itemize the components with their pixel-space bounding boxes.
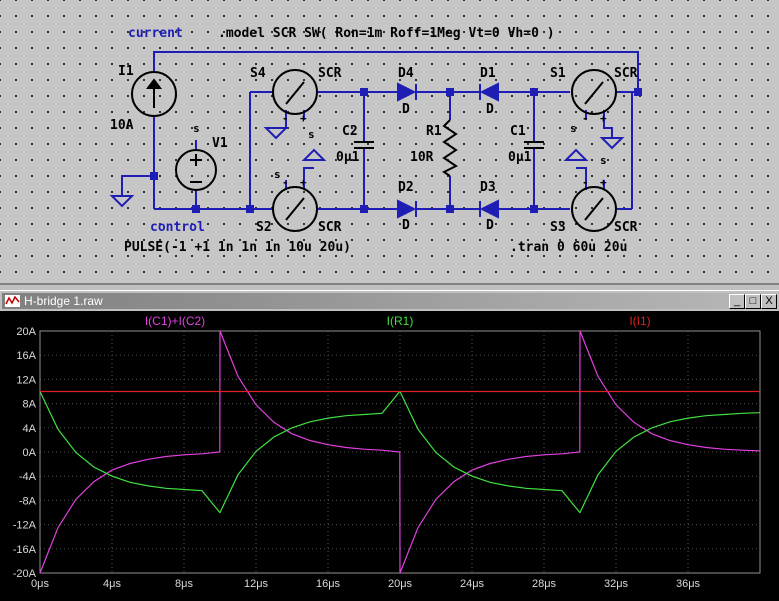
s4-name: S4 bbox=[250, 66, 266, 81]
s1-model: SCR bbox=[614, 66, 638, 81]
y-tick-labels: 20A 16A 12A 8A 4A 0A -4A -8A -12A -16A -20A bbox=[13, 326, 37, 580]
y-tick-label: 20A bbox=[16, 326, 36, 338]
schematic-drawing bbox=[109, 51, 642, 232]
s1-plus: + bbox=[600, 112, 607, 125]
x-tick-label: 28μs bbox=[532, 578, 557, 590]
s3-name: S3 bbox=[550, 220, 566, 235]
d4-model: D bbox=[402, 102, 410, 117]
c1-value: 0μ1 bbox=[508, 150, 532, 165]
v1-name: V1 bbox=[212, 136, 228, 151]
waveform-window[interactable]: H-bridge 1.raw _ □ X 20A 16A 12A 8A 4A 0A -4A -… bbox=[0, 290, 779, 601]
waveform-plot[interactable]: 20A 16A 12A 8A 4A 0A -4A -8A -12A -16A -20A 0μs 4μs… bbox=[0, 311, 779, 601]
s2-name: S2 bbox=[256, 220, 272, 235]
x-tick-label: 32μs bbox=[604, 578, 629, 590]
s2-minus: - bbox=[282, 176, 289, 189]
close-button[interactable]: X bbox=[761, 294, 777, 309]
x-tick-label: 8μs bbox=[175, 578, 193, 590]
legend-entry-1[interactable]: I(C1)+I(C2) bbox=[145, 314, 205, 328]
v1-s-mark: s bbox=[193, 122, 200, 135]
window-title: H-bridge 1.raw bbox=[24, 294, 103, 308]
d2-model: D bbox=[402, 218, 410, 233]
trace-legend[interactable]: I(C1)+I(C2) I(R1) I(I1) bbox=[145, 314, 651, 328]
y-tick-label: -12A bbox=[13, 520, 37, 532]
diode-icons[interactable] bbox=[397, 82, 499, 219]
ground-icons bbox=[109, 127, 625, 208]
schematic-canvas[interactable]: current control .model SCR SW( Ron=1m Ro… bbox=[0, 0, 779, 285]
tran-directive[interactable]: .tran 0 60u 20u bbox=[510, 240, 628, 255]
x-tick-label: 4μs bbox=[103, 578, 121, 590]
i1-value: 10A bbox=[110, 118, 134, 133]
window-titlebar[interactable]: H-bridge 1.raw _ □ X bbox=[2, 293, 777, 309]
d3-model: D bbox=[486, 218, 494, 233]
s3-model: SCR bbox=[614, 220, 638, 235]
s3-plus: + bbox=[600, 176, 607, 189]
s2-plus: + bbox=[300, 176, 307, 189]
d1-name: D1 bbox=[480, 66, 496, 81]
y-tick-label: -20A bbox=[13, 568, 37, 580]
traces bbox=[39, 330, 761, 574]
net-label-current[interactable]: current bbox=[128, 26, 183, 41]
r1-value: 10R bbox=[410, 150, 434, 165]
x-tick-label: 36μs bbox=[676, 578, 701, 590]
d2-name: D2 bbox=[398, 180, 414, 195]
s2-model: SCR bbox=[318, 220, 342, 235]
y-tick-label: -4A bbox=[19, 471, 37, 483]
legend-entry-2[interactable]: I(R1) bbox=[387, 314, 414, 328]
y-tick-label: 4A bbox=[23, 423, 37, 435]
model-directive[interactable]: .model SCR SW( Ron=1m Roff=1Meg Vt=0 Vh=… bbox=[218, 26, 555, 41]
c1-name: C1 bbox=[510, 124, 526, 139]
y-tick-label: 0A bbox=[23, 447, 37, 459]
s4-model: SCR bbox=[318, 66, 342, 81]
d4-name: D4 bbox=[398, 66, 414, 81]
trace-1 bbox=[39, 330, 761, 574]
s1-minus: - bbox=[582, 112, 589, 125]
s2-s-mark: s bbox=[274, 168, 281, 181]
s4-plus: + bbox=[300, 112, 307, 125]
s4-s-mark: s bbox=[308, 128, 315, 141]
d1-model: D bbox=[486, 102, 494, 117]
c2-name: C2 bbox=[342, 124, 358, 139]
maximize-button[interactable]: □ bbox=[745, 294, 761, 309]
switch-icons[interactable] bbox=[272, 69, 617, 232]
x-tick-label: 12μs bbox=[244, 578, 269, 590]
s1-s-mark: s bbox=[570, 122, 577, 135]
y-tick-label: 8A bbox=[23, 399, 37, 411]
y-tick-label: -16A bbox=[13, 544, 37, 556]
plot-background bbox=[0, 311, 779, 601]
d3-name: D3 bbox=[480, 180, 496, 195]
s3-minus: - bbox=[582, 176, 589, 189]
waveform-icon bbox=[5, 295, 20, 307]
x-tick-label: 20μs bbox=[388, 578, 413, 590]
x-tick-label: 0μs bbox=[31, 578, 49, 590]
s1-name: S1 bbox=[550, 66, 566, 81]
s3-s-mark: s bbox=[600, 154, 607, 167]
capacitor-icons[interactable] bbox=[354, 141, 544, 149]
x-tick-label: 16μs bbox=[316, 578, 341, 590]
resistor-icon[interactable] bbox=[442, 119, 458, 177]
x-tick-labels: 0μs 4μs 8μs 12μs 16μs 20μs 24μs 28μs 32μs 36μs bbox=[31, 578, 701, 590]
x-tick-label: 24μs bbox=[460, 578, 485, 590]
y-tick-label: 12A bbox=[16, 374, 36, 386]
voltage-source-icon[interactable] bbox=[175, 149, 217, 191]
y-tick-label: 16A bbox=[16, 350, 36, 362]
current-source-icon[interactable] bbox=[131, 71, 177, 117]
net-label-control[interactable]: control bbox=[150, 220, 205, 235]
y-tick-label: -8A bbox=[19, 495, 37, 507]
junctions bbox=[150, 88, 642, 213]
pulse-directive[interactable]: PULSE(-1 +1 1n 1n 1n 10u 20u) bbox=[124, 240, 351, 255]
i1-name: I1 bbox=[118, 64, 134, 79]
s4-minus: - bbox=[282, 112, 289, 125]
legend-entry-3[interactable]: I(I1) bbox=[629, 314, 650, 328]
c2-value: 0μ1 bbox=[336, 150, 360, 165]
minimize-button[interactable]: _ bbox=[729, 294, 745, 309]
r1-name: R1 bbox=[426, 124, 442, 139]
